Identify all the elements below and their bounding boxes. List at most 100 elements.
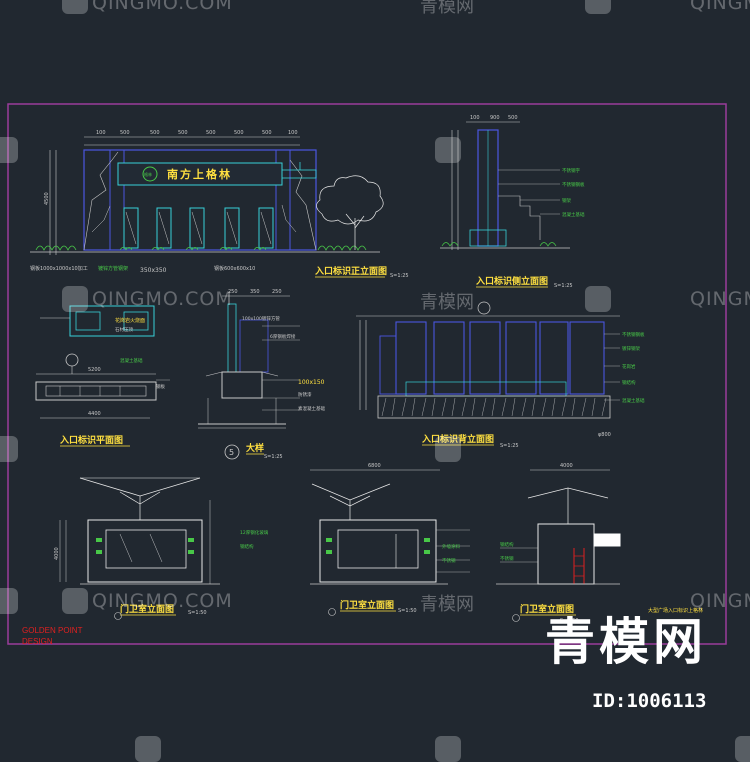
guard-front-window <box>105 529 187 569</box>
watermark-logo <box>62 0 88 14</box>
watermark-logo <box>435 137 461 163</box>
guard-front-scale: S=1:50 <box>188 610 207 616</box>
footer-label: 大型广场入口标识上格林 <box>648 607 703 614</box>
back-callout: φ800 <box>598 432 611 438</box>
plan-callout: 混凝土基础 <box>120 357 143 364</box>
back-elevation-view: 不锈钢钢板 镀锌钢架 花岗岩 钢结构 混凝土基础 φ800 入口标识背立面图 S… <box>356 301 645 449</box>
guard-back-body <box>319 519 437 583</box>
back-callout: 镀锌钢架 <box>622 345 640 352</box>
side-elevation-view: 100 900 500 不锈钢字 不锈钢钢板 钢架 混凝土基础 入口标识侧立面图… <box>440 115 585 289</box>
front-callout: 镀锌方管钢架 <box>98 265 128 272</box>
dim-text: 250 <box>272 289 282 295</box>
guard-side-scale: S=1:50 <box>560 618 579 624</box>
dim-text: 100 <box>96 130 106 136</box>
side-callout: 不锈钢钢板 <box>562 181 585 188</box>
dim-text: 500 <box>150 130 160 136</box>
plan-base <box>35 381 157 401</box>
front-side-dim: 4500 <box>44 192 50 205</box>
front-elevation-title: 入口标识正立面图 <box>314 265 387 277</box>
plan-title: 入口标识平面图 <box>59 434 123 446</box>
front-callout: 钢板600x600x10 <box>214 265 255 272</box>
guard-callout: 外墙涂料 <box>442 543 460 550</box>
back-callout: 不锈钢钢板 <box>622 331 645 338</box>
sign-frame <box>83 149 317 251</box>
tree-icon <box>316 175 384 250</box>
detail-footing <box>221 371 263 399</box>
side-elevation-scale: S=1:25 <box>554 283 573 289</box>
guard-front-height: 4000 <box>54 547 60 560</box>
watermark-logo <box>735 736 750 762</box>
guard-callout: 12厚钢化玻璃 <box>240 529 269 536</box>
guard-front-body <box>87 519 203 583</box>
drawing-frame <box>7 103 727 645</box>
guard-back-scale: S=1:50 <box>398 608 417 614</box>
dim-text: 500 <box>234 130 244 136</box>
back-callout: 花岗岩 <box>622 363 636 370</box>
brand-logo-text: 青模网 <box>545 613 707 671</box>
watermark-text-cn: 青模网 <box>420 0 474 17</box>
detail-ref-circle <box>224 444 240 460</box>
dim-text: 900 <box>490 115 500 121</box>
watermark-logo <box>0 436 18 462</box>
guard-side-callout: 钢结构 <box>500 541 514 548</box>
detail-callout: 100x150 <box>298 379 325 386</box>
side-callout: 不锈钢字 <box>562 167 580 174</box>
watermark-logo <box>0 588 18 614</box>
dim-text: 100 <box>288 130 298 136</box>
plan-sign-box <box>69 305 155 337</box>
watermark-logo <box>62 286 88 312</box>
watermark-text: QINGMO.COM <box>690 590 750 612</box>
dim-text: 500 <box>120 130 130 136</box>
watermark-logo <box>135 736 161 762</box>
plan-dim-top: 5200 <box>88 367 101 373</box>
back-elevation-title: 入口标识背立面图 <box>421 433 494 445</box>
firm-line2: DESIGN <box>22 637 53 646</box>
front-callout: 350x350 <box>140 267 167 274</box>
shrub-right <box>317 245 367 251</box>
front-elevation-view: 100 500 500 500 500 500 500 100 4500 格林 … <box>30 130 409 279</box>
dim-text: 250 <box>228 289 238 295</box>
plan-callout: 石材压顶 <box>115 326 133 333</box>
back-elevation-scale: S=1:25 <box>500 443 519 449</box>
detail-ref-number: 5 <box>229 448 234 457</box>
detail-callout: 防锈漆 <box>298 391 312 398</box>
watermark-logo <box>435 736 461 762</box>
detail-scale: S=1:25 <box>264 454 283 460</box>
front-top-dimensions: 100 500 500 500 500 500 500 100 <box>96 130 298 136</box>
watermark-text: QINGMO.COM <box>690 288 750 310</box>
dim-text: 100 <box>470 115 480 121</box>
detail-callout: 100x100镀锌方管 <box>242 315 280 322</box>
detail-title: 大样 <box>246 442 264 454</box>
firm-line1: GOLDEN POINT <box>22 626 83 635</box>
dim-text: 500 <box>262 130 272 136</box>
guard-back-view: 6800 12厚钢化玻璃 钢结构 外墙涂料 不锈钢 门卫室立面图 S=1:50 <box>240 463 470 616</box>
watermark-text: QINGMO.COM <box>690 0 750 14</box>
side-callout: 混凝土基础 <box>562 211 585 218</box>
plan-callout: 钢板 <box>156 383 165 390</box>
plan-dim-bottom: 4400 <box>88 411 101 417</box>
watermark-logo <box>435 436 461 462</box>
watermark-logo <box>62 588 88 614</box>
sign-badge <box>142 166 158 182</box>
sign-badge-text: 格林 <box>144 171 152 177</box>
guard-back-title: 门卫室立面图 <box>340 599 394 611</box>
guard-side-view: 4000 钢结构 不锈钢 门卫室立面图 S=1:50 大型广场入口标识上格林 <box>496 463 703 624</box>
sign-title: 南方上格林 <box>167 167 232 181</box>
dim-text: 350 <box>250 289 260 295</box>
watermark-logo <box>585 0 611 14</box>
watermark-text: QINGMO.COM <box>92 0 233 14</box>
dim-text: 500 <box>508 115 518 121</box>
side-elevation-title: 入口标识侧立面图 <box>475 275 548 287</box>
asset-id: ID:1006113 <box>592 690 707 712</box>
side-callout: 钢架 <box>562 197 571 204</box>
guard-side-title: 门卫室立面图 <box>520 603 574 615</box>
watermark-text-cn: 青模网 <box>420 594 474 615</box>
watermark-text-cn: 青模网 <box>420 292 474 313</box>
plan-view: 花岗岩火烧面 石材压顶 5200 4400 混凝土基础 钢板 入口标识平面图 <box>35 305 170 447</box>
guard-callout: 钢结构 <box>240 543 254 550</box>
guard-side-width-dim: 4000 <box>560 463 573 469</box>
watermark-logo <box>0 137 18 163</box>
